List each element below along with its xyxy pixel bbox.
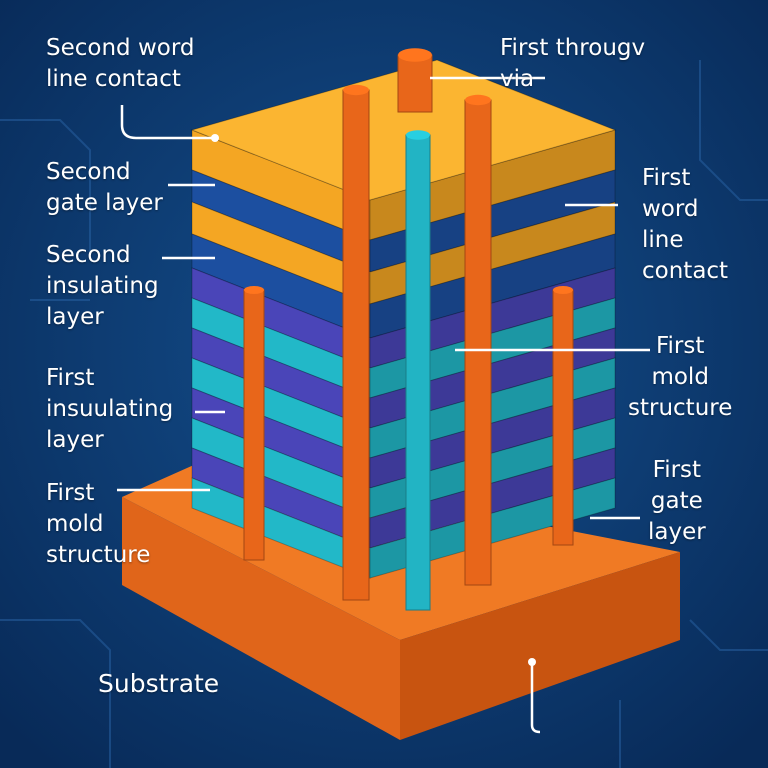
leader-second-word-line-contact <box>120 105 215 140</box>
leader-lines <box>117 76 650 734</box>
first-through-via-rod <box>397 54 433 113</box>
first-through-via-rod-cap <box>398 48 432 62</box>
label-substrate: Substrate <box>98 669 220 698</box>
word-line-contact-rod <box>552 289 574 546</box>
word-line-contact-rod-cap <box>244 286 264 294</box>
word-line-contact-rod <box>243 289 265 561</box>
label-second-gate-layer: Second gate layer <box>46 159 163 216</box>
leader-dot <box>528 658 536 666</box>
second-word-line-contact-rod <box>342 89 370 601</box>
vertical-rods <box>243 48 574 611</box>
label-first-word-line-contact: First word line contact <box>642 165 729 284</box>
leader-substrate <box>530 665 541 734</box>
first-word-line-contact-rod <box>464 99 492 586</box>
second-word-line-contact-rod-cap <box>343 84 369 96</box>
channel-rod-cap <box>406 130 430 140</box>
label-first-through-via: First througv via <box>500 35 646 92</box>
label-second-insulating-layer: Second insulating layer <box>46 242 159 330</box>
label-first-mold-structure-right: First mold structure <box>628 333 733 421</box>
leader-dot <box>211 134 219 142</box>
first-word-line-contact-rod-cap <box>465 94 491 106</box>
label-second-word-line-contact: Second word line contact <box>46 35 195 92</box>
channel-rod <box>405 134 431 611</box>
top-slab-face <box>190 59 617 201</box>
label-first-mold-structure-left: First mold structure <box>46 480 151 568</box>
label-first-gate-layer: First gate layer <box>648 457 706 545</box>
word-line-contact-rod-cap <box>553 286 573 294</box>
label-first-insulating-layer: First insuulating layer <box>46 365 174 453</box>
circuit-pattern <box>0 60 768 768</box>
